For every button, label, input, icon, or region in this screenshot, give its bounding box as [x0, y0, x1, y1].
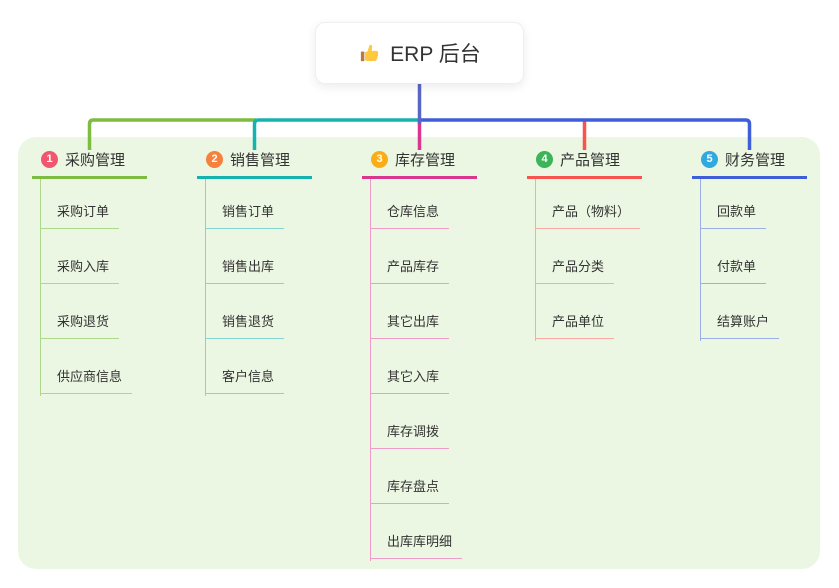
child-node[interactable]: 产品单位	[535, 312, 615, 339]
child-node[interactable]: 库存盘点	[370, 477, 450, 504]
child-label: 其它入库	[387, 369, 440, 384]
branch-number-badge: 5	[701, 151, 718, 168]
thumbs-up-icon	[358, 42, 381, 65]
child-node[interactable]: 其它入库	[370, 367, 450, 394]
branch-label: 产品管理	[560, 152, 621, 169]
child-node[interactable]: 产品分类	[535, 257, 615, 284]
child-node[interactable]: 销售退货	[205, 312, 285, 339]
child-node[interactable]: 产品库存	[370, 257, 450, 284]
child-label: 销售出库	[222, 259, 275, 274]
child-label: 结算账户	[717, 314, 770, 329]
child-node[interactable]: 采购入库	[40, 257, 120, 284]
child-node[interactable]: 付款单	[700, 257, 767, 284]
child-node[interactable]: 回款单	[700, 202, 767, 229]
child-node[interactable]: 销售订单	[205, 202, 285, 229]
child-label: 出库库明细	[387, 534, 453, 549]
child-label: 采购入库	[57, 259, 110, 274]
child-label: 采购订单	[57, 204, 110, 219]
branch-number-badge: 4	[536, 151, 553, 168]
child-label: 其它出库	[387, 314, 440, 329]
child-label: 库存盘点	[387, 479, 440, 494]
child-label: 产品分类	[552, 259, 605, 274]
child-node[interactable]: 仓库信息	[370, 202, 450, 229]
child-label: 付款单	[717, 259, 757, 274]
branch-node-3[interactable]: 3 库存管理	[362, 149, 477, 179]
child-label: 产品（物料）	[552, 204, 631, 219]
branch-number-badge: 2	[206, 151, 223, 168]
branch-label: 库存管理	[395, 152, 456, 169]
branch-number-badge: 3	[371, 151, 388, 168]
root-node[interactable]: ERP 后台	[315, 22, 524, 84]
branch-node-1[interactable]: 1 采购管理	[32, 149, 147, 179]
child-node[interactable]: 库存调拨	[370, 422, 450, 449]
child-label: 产品单位	[552, 314, 605, 329]
branch-node-5[interactable]: 5 财务管理	[692, 149, 807, 179]
branch-number-badge: 1	[41, 151, 58, 168]
child-label: 库存调拨	[387, 424, 440, 439]
child-label: 回款单	[717, 204, 757, 219]
branch-node-4[interactable]: 4 产品管理	[527, 149, 642, 179]
child-label: 采购退货	[57, 314, 110, 329]
branch-children-connector	[40, 179, 41, 396]
child-node[interactable]: 客户信息	[205, 367, 285, 394]
branch-label: 采购管理	[65, 152, 126, 169]
child-node[interactable]: 产品（物料）	[535, 202, 641, 229]
child-node[interactable]: 结算账户	[700, 312, 780, 339]
branch-node-2[interactable]: 2 销售管理	[197, 149, 312, 179]
branch-children-connector	[370, 179, 371, 561]
child-node[interactable]: 销售出库	[205, 257, 285, 284]
child-label: 客户信息	[222, 369, 275, 384]
child-node[interactable]: 供应商信息	[40, 367, 133, 394]
child-node[interactable]: 出库库明细	[370, 532, 463, 559]
branch-label: 销售管理	[230, 152, 291, 169]
branch-children-connector	[700, 179, 701, 341]
root-label: ERP 后台	[390, 43, 481, 66]
child-label: 销售退货	[222, 314, 275, 329]
child-label: 供应商信息	[57, 369, 123, 384]
branch-label: 财务管理	[725, 152, 786, 169]
background-panel	[18, 137, 820, 569]
branch-children-connector	[535, 179, 536, 341]
child-node[interactable]: 采购订单	[40, 202, 120, 229]
child-label: 产品库存	[387, 259, 440, 274]
branch-children-connector	[205, 179, 206, 396]
child-node[interactable]: 其它出库	[370, 312, 450, 339]
child-label: 销售订单	[222, 204, 275, 219]
child-node[interactable]: 采购退货	[40, 312, 120, 339]
child-label: 仓库信息	[387, 204, 440, 219]
